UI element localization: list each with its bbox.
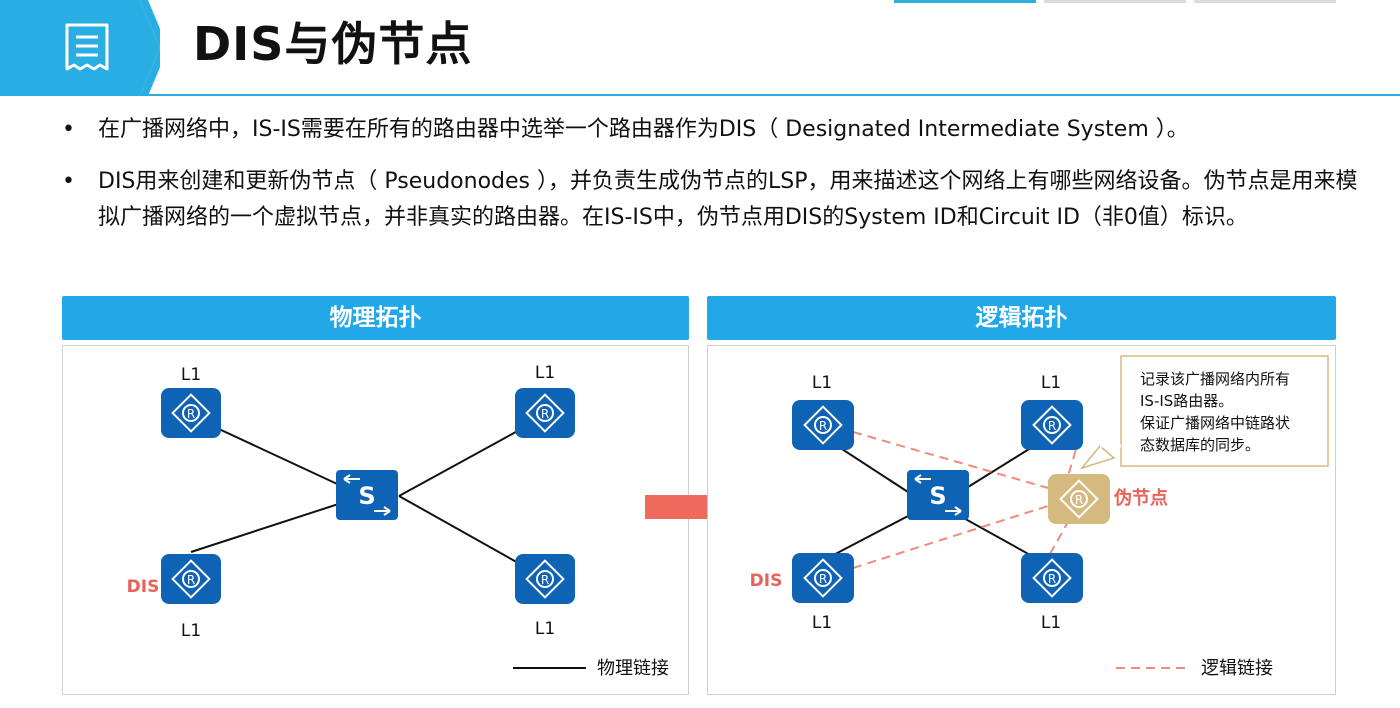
svg-text:R: R [541,573,549,587]
svg-text:R: R [541,407,549,421]
legend-label: 物理链接 [597,658,669,679]
dis-label: DIS [750,571,783,591]
svg-text:R: R [1048,419,1056,433]
physical-topology-diagram: R R R R S L1 [127,363,669,679]
bullet-dot-icon: • [62,169,75,194]
switch-icon: S [907,470,969,520]
router-level-label: L1 [535,363,555,383]
logical-topology-panel: R R R R S [707,345,1336,695]
svg-text:R: R [187,573,195,587]
router-icon: R [515,554,575,604]
callout-line: IS-IS路由器。 [1140,392,1233,410]
logical-link [1049,521,1069,555]
dis-label: DIS [127,577,160,597]
callout-box: 记录该广播网络内所有 IS-IS路由器。 保证广播网络中链路状 态数据库的同步。 [1079,355,1329,470]
callout-line: 保证广播网络中链路状 [1140,414,1290,432]
svg-text:R: R [1048,572,1056,586]
router-icon: R [161,388,221,438]
callout-line: 记录该广播网络内所有 [1140,370,1290,388]
progress-tab [1044,0,1186,3]
slide-header: DIS与伪节点 [0,0,1400,96]
router-level-label: L1 [812,373,832,393]
svg-text:R: R [1075,493,1083,507]
router-level-label: L1 [812,613,832,633]
router-level-label: L1 [181,365,201,385]
router-icon: R [792,553,854,603]
callout-line: 态数据库的同步。 [1140,436,1260,454]
svg-text:R: R [819,572,827,586]
pseudonode-icon: R [1048,474,1110,524]
bullet-text: 在广播网络中，IS-IS需要在所有的路由器中选举一个路由器作为DIS（ Desi… [98,117,1189,142]
router-icon: R [515,388,575,438]
svg-text:R: R [187,407,195,421]
router-level-label: L1 [535,619,555,639]
pseudonode-label: 伪节点 [1113,487,1168,509]
bullet-dot-icon: • [62,117,75,142]
router-icon: R [1021,400,1083,450]
progress-tab [894,0,1036,3]
svg-text:R: R [819,419,827,433]
router-level-label: L1 [1041,613,1061,633]
router-icon: R [1021,553,1083,603]
router-level-label: L1 [181,621,201,641]
legend-label: 逻辑链接 [1201,658,1273,679]
router-level-label: L1 [1041,373,1061,393]
header-band [0,0,160,96]
bullet-item: • DIS用来创建和更新伪节点（ Pseudonodes ），并负责生成伪节点的… [62,164,1362,236]
physical-topology-header: 物理拓扑 [62,296,689,340]
document-icon [65,23,109,71]
bullet-list: • 在广播网络中，IS-IS需要在所有的路由器中选举一个路由器作为DIS（ De… [62,112,1362,252]
bullet-text: DIS用来创建和更新伪节点（ Pseudonodes ），并负责生成伪节点的LS… [98,169,1358,230]
switch-icon: S [336,470,398,520]
progress-tab [1194,0,1336,3]
physical-link [190,495,364,553]
physical-topology-panel: R R R R S L1 [62,345,689,695]
top-progress-tabs [894,0,1336,3]
logical-topology-diagram: R R R R S [750,355,1329,679]
logical-link [852,505,1049,569]
header-rule [0,94,1400,96]
router-icon: R [161,554,221,604]
svg-text:S: S [358,482,375,510]
page-title: DIS与伪节点 [193,17,473,71]
router-icon: R [792,400,854,450]
logical-topology-header: 逻辑拓扑 [707,296,1336,340]
bullet-item: • 在广播网络中，IS-IS需要在所有的路由器中选举一个路由器作为DIS（ De… [62,112,1362,148]
logical-link [852,431,1049,489]
svg-text:S: S [929,482,946,510]
